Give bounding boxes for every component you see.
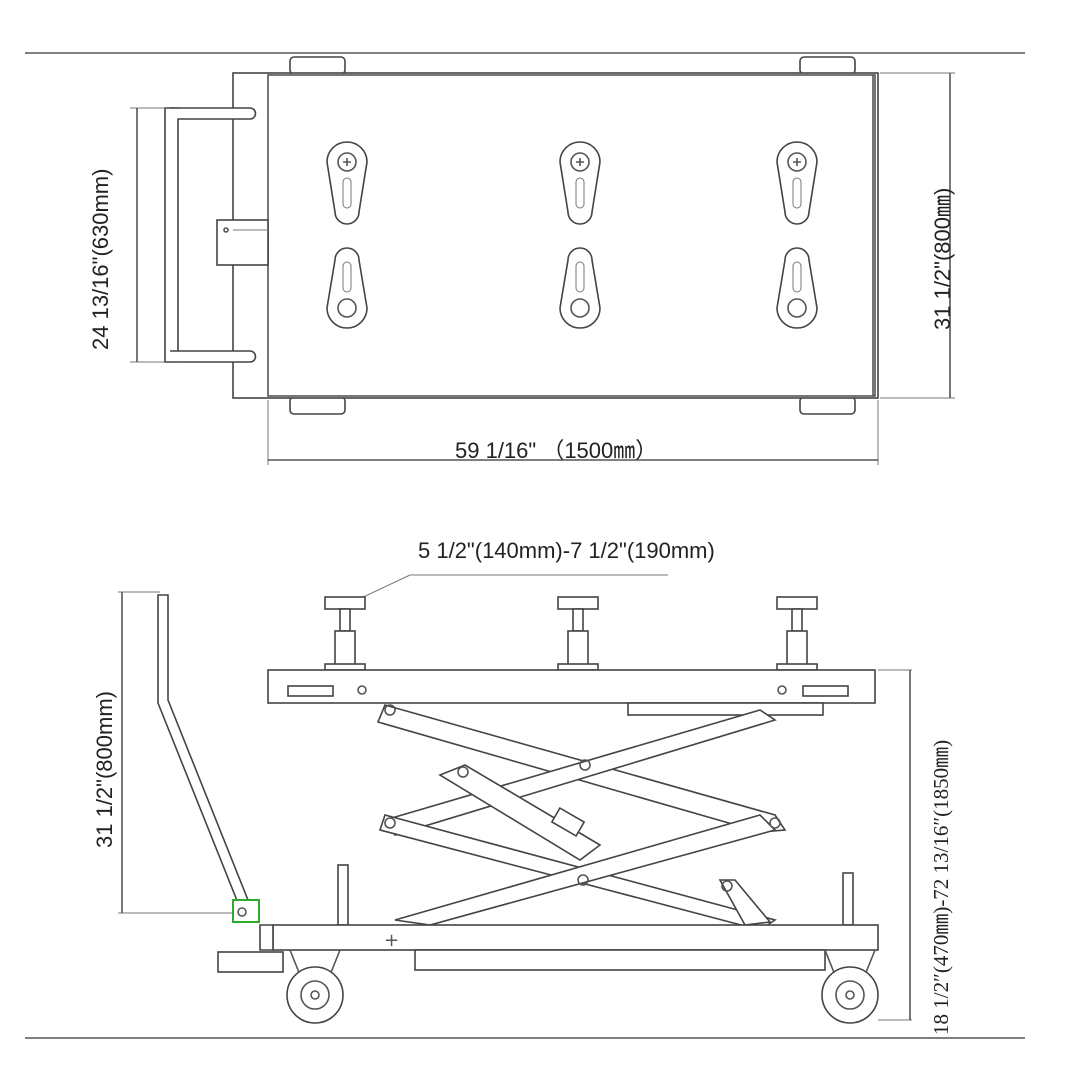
outer-frame [232,72,879,399]
handle-bracket [216,219,269,266]
base-frame [272,924,879,951]
keyhole-slot [776,141,818,225]
handle-top-view [164,107,179,363]
pin-height-label: 5 1/2"(140mm)-7 1/2"(190mm) [418,538,715,563]
feet-pad [289,396,346,415]
handle-height-label: 31 1/2"(800mm) [92,691,117,848]
handle-width-label: 24 13/16"(630mm) [88,168,113,350]
keyhole-slot [326,141,368,225]
wheel [286,949,344,1024]
keyhole-slot [559,247,601,329]
scissor-arms [376,704,787,931]
handle-side-view [157,594,250,904]
side-view: + [118,574,912,1024]
width-dimension-label: 59 1/16" （1500㎜） [455,438,658,463]
platform-side [267,669,876,704]
top-view [130,56,955,465]
lift-height-label: 18 1/2″(470㎜)-72 13/16″(1850㎜) [929,739,953,1035]
support-pin [557,596,599,671]
feet-pad [799,56,856,75]
keyhole-slot [326,247,368,329]
depth-dimension-label: 31 1/2"(800㎜) [930,187,955,330]
svg-text:+: + [384,930,399,951]
keyhole-slot [559,141,601,225]
keyhole-slot [776,247,818,329]
support-pin [776,596,818,671]
feet-pad [799,396,856,415]
feet-pad [289,56,346,75]
support-pin [324,596,366,671]
wheel [821,949,879,1024]
